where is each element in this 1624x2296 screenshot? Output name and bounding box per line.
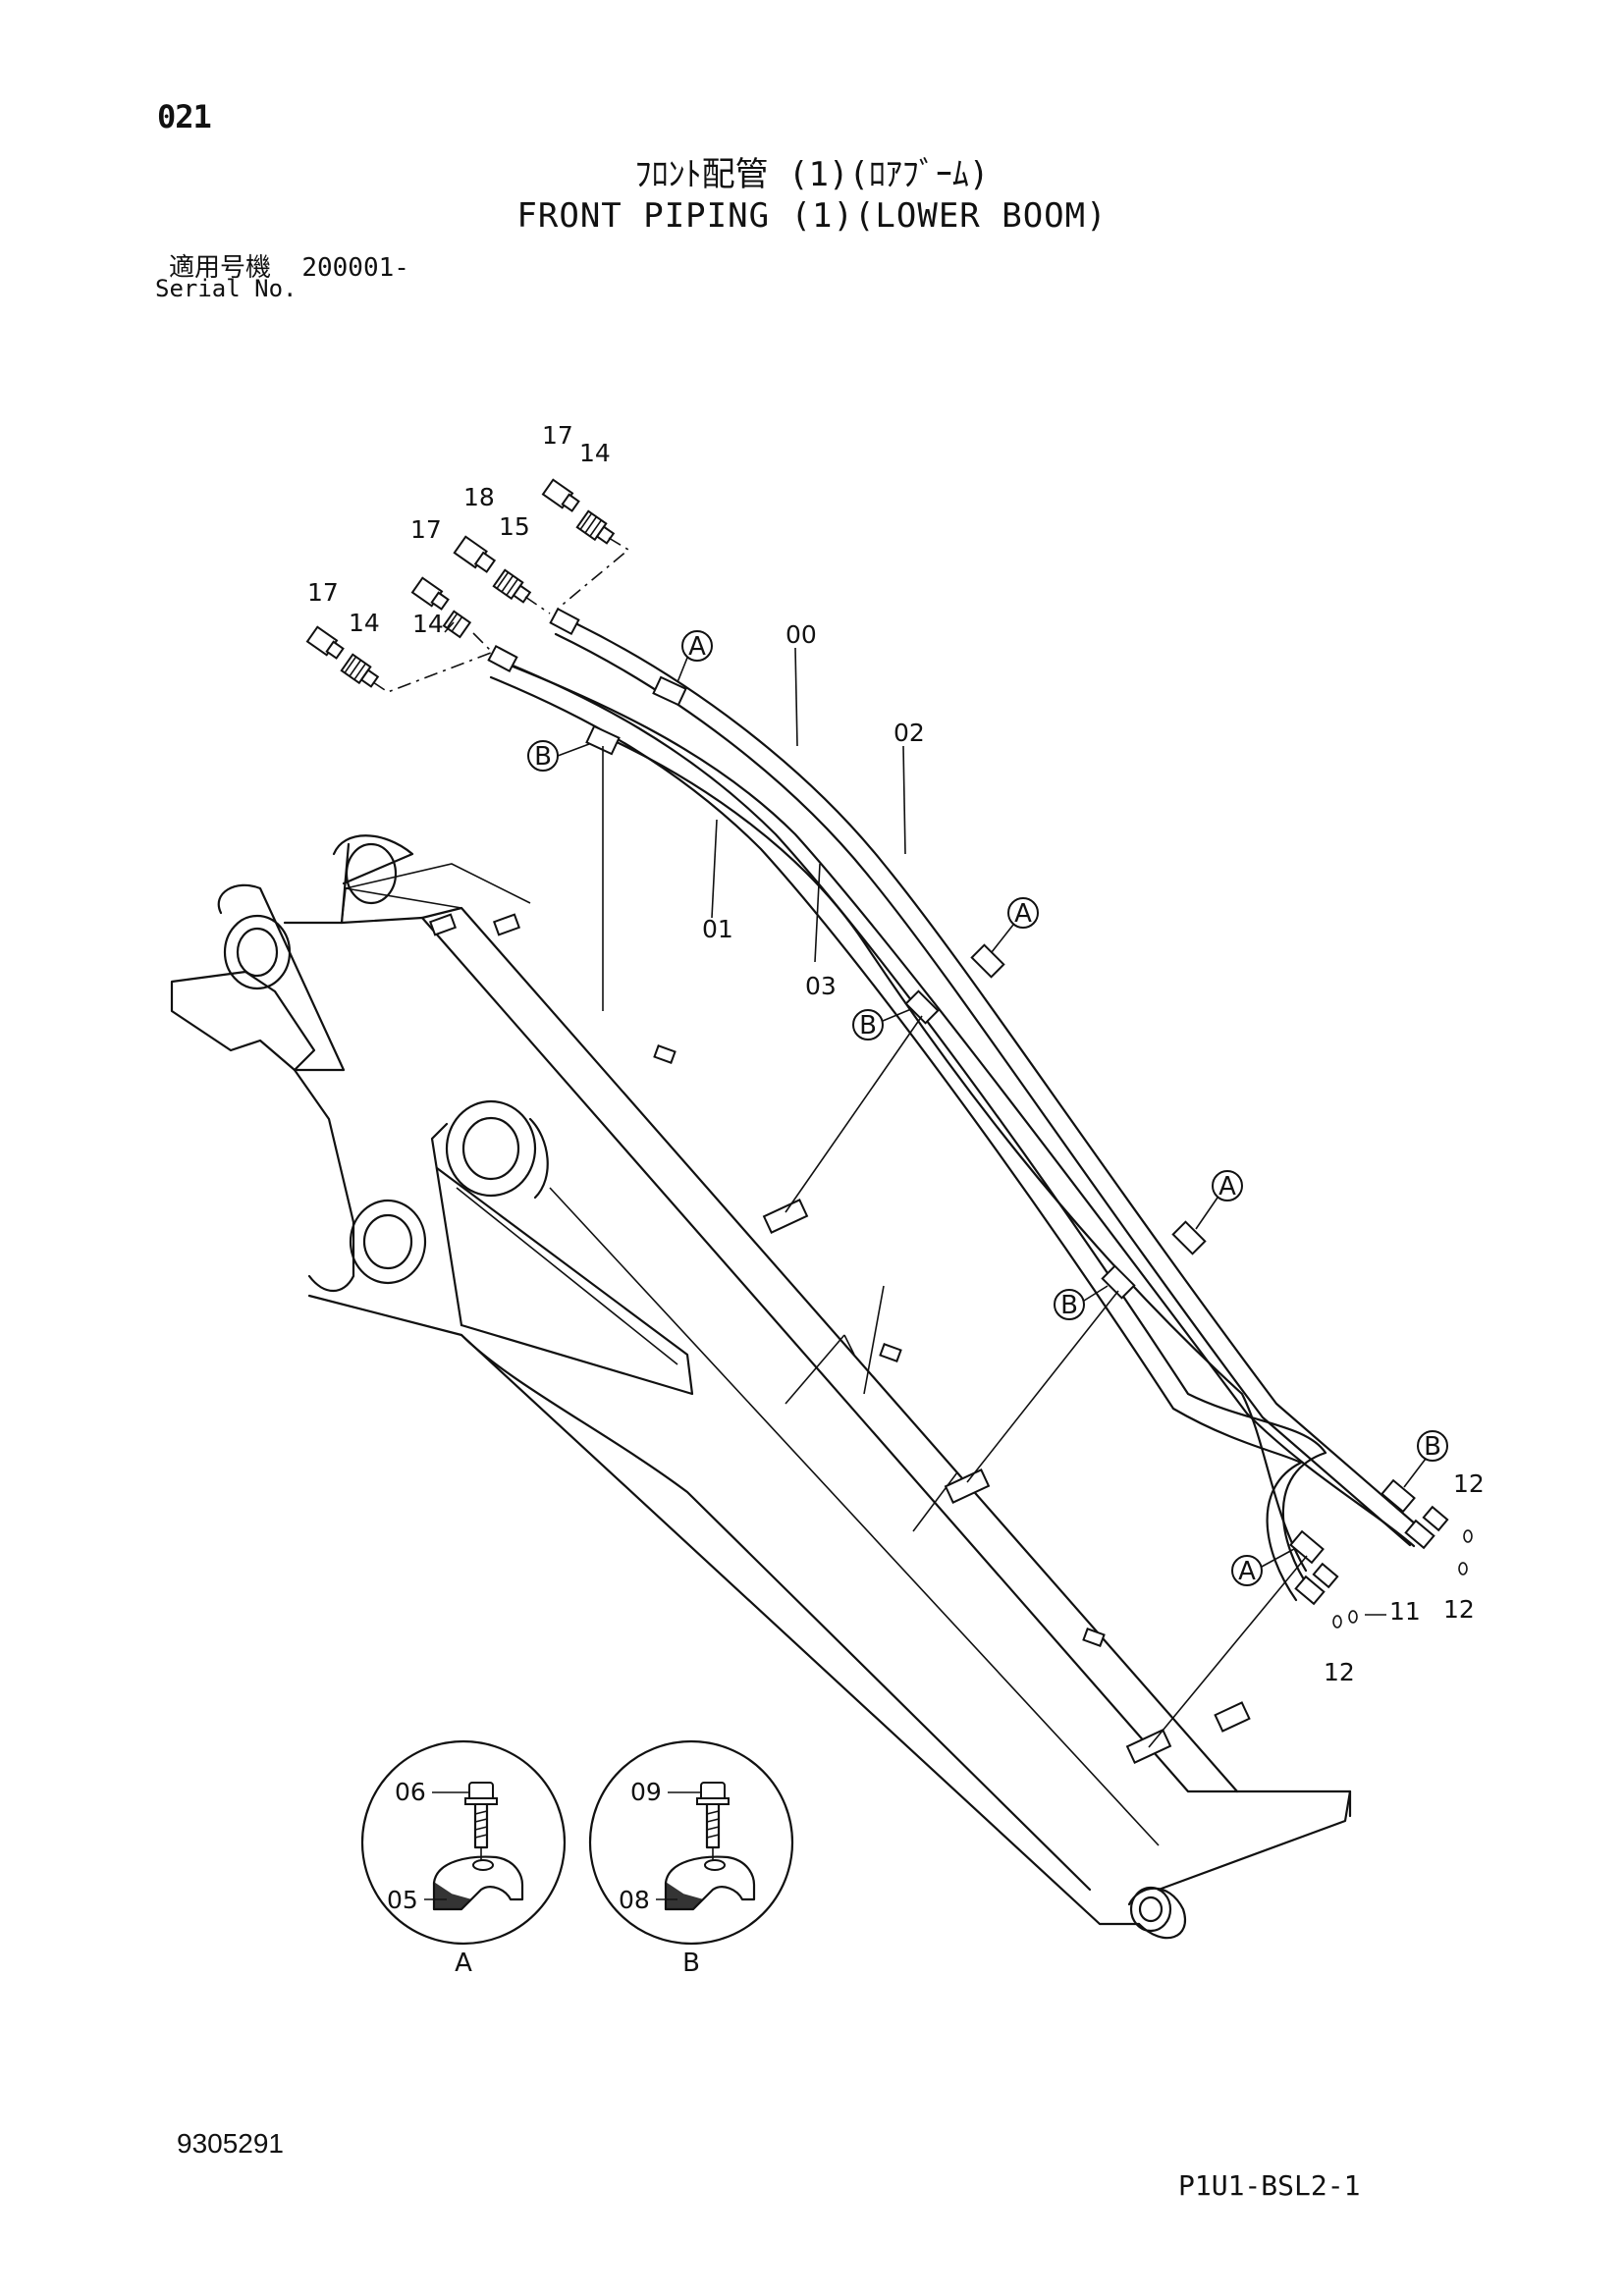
callout-17b: 17 [410, 515, 442, 544]
serial-label-jp: 適用号機 [169, 253, 272, 283]
serial-label-en: Serial No. [155, 275, 298, 302]
part-leader-lines [444, 621, 906, 963]
marker-b-1: B [527, 740, 590, 772]
svg-text:A: A [1014, 899, 1032, 929]
callout-01: 01 [702, 915, 733, 943]
part-callouts: 17 14 18 15 17 17 14 14 00 02 01 03 12 1… [307, 421, 1485, 1686]
detail-view-b: 09 08 B [588, 1739, 794, 1978]
page-number: 021 [157, 98, 212, 135]
marker-a-4: A [1231, 1548, 1295, 1586]
callout-17c: 17 [307, 578, 339, 607]
detail-label-a: A [455, 1949, 472, 1978]
marker-b-2: B [852, 1008, 912, 1041]
sheet-code: P1U1-BSL2-1 [1178, 2169, 1361, 2202]
svg-text:B: B [534, 742, 552, 772]
svg-text:B: B [1060, 1291, 1078, 1320]
title-japanese: ﾌﾛﾝﾄ配管 (1)(ﾛｱﾌﾞｰﾑ) [634, 155, 990, 194]
callout-09: 09 [630, 1778, 662, 1806]
callout-14b: 14 [349, 609, 380, 637]
drawing-number: 9305291 [177, 2128, 285, 2159]
detail-label-b: B [682, 1949, 700, 1978]
callout-05: 05 [387, 1886, 418, 1914]
callout-00: 00 [785, 620, 817, 649]
marker-b-3: B [1054, 1285, 1109, 1320]
top-fittings [305, 478, 630, 693]
marker-b-4: B [1403, 1430, 1448, 1488]
lower-boom [170, 834, 1352, 1940]
pipe-00 [554, 618, 1426, 1547]
callout-18: 18 [463, 483, 495, 511]
svg-text:A: A [1238, 1557, 1256, 1586]
pipe-01 [489, 661, 1327, 1602]
clamp-leader-lines [602, 746, 1308, 1748]
marker-a-3: A [1195, 1170, 1243, 1230]
detail-view-a: 06 05 A [360, 1739, 567, 1978]
callout-02: 02 [893, 719, 925, 747]
callout-11: 11 [1389, 1597, 1421, 1626]
pipe-clamps [585, 675, 1416, 1565]
marker-a-1: A [677, 630, 713, 683]
title-english: FRONT PIPING (1)(LOWER BOOM) [516, 196, 1108, 236]
pipe-02 [489, 656, 1416, 1548]
clamp-markers: A B A B A [527, 630, 1448, 1586]
marker-a-2: A [991, 897, 1039, 953]
callout-12c: 12 [1324, 1658, 1355, 1686]
callout-14c: 14 [412, 610, 444, 638]
callout-14a: 14 [579, 439, 611, 467]
callout-03: 03 [805, 972, 837, 1000]
callout-08: 08 [619, 1886, 650, 1914]
callout-15: 15 [499, 512, 530, 541]
callout-12b: 12 [1443, 1595, 1475, 1624]
svg-text:A: A [1218, 1172, 1236, 1201]
serial-value: 200001- [301, 253, 409, 283]
svg-text:A: A [688, 632, 706, 662]
hose-end-fittings [487, 607, 1449, 1606]
svg-text:B: B [1424, 1432, 1441, 1462]
callout-12a: 12 [1453, 1469, 1485, 1498]
pipe-03 [615, 740, 1308, 1573]
seal-parts [1332, 1529, 1473, 1629]
callout-06: 06 [395, 1778, 426, 1806]
serial-line: 適用号機 200001- [169, 247, 409, 284]
svg-text:B: B [859, 1011, 877, 1041]
callout-17a: 17 [542, 421, 573, 450]
